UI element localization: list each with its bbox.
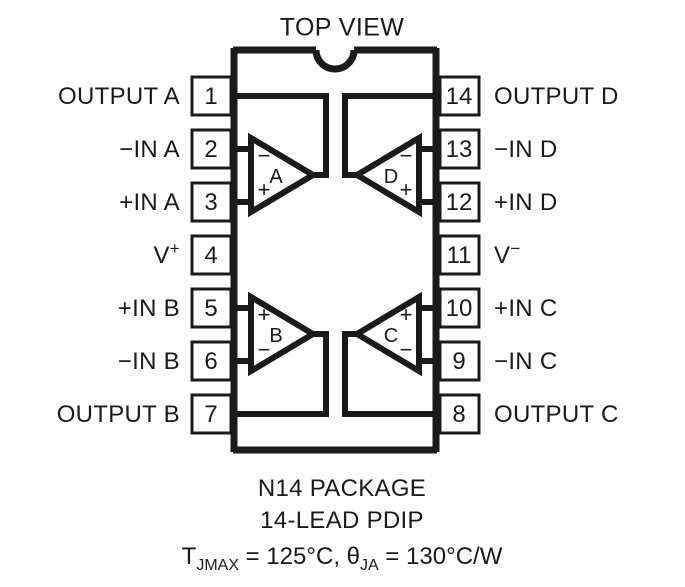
pin-number-6: 6	[204, 348, 217, 375]
pin-box-3[interactable]	[190, 181, 233, 223]
pin-number-2: 2	[204, 136, 217, 163]
pin-number-8: 8	[452, 401, 465, 428]
theta-value: = 130	[379, 543, 446, 570]
opamp-b-letter: B	[269, 325, 282, 347]
theta-subscript: JA	[360, 557, 379, 574]
pin-label-v-plus: V+	[153, 239, 180, 269]
pin-number-3: 3	[204, 189, 217, 216]
package-name-line1: N14 PACKAGE	[258, 475, 426, 502]
pin-label-output-b: OUTPUT B	[57, 401, 180, 428]
opamp-b-plus-sign: +	[258, 302, 271, 327]
right-pin-labels: OUTPUT D −IN D +IN D V− +IN C −IN C OUTP…	[494, 83, 619, 428]
pin-number-1: 1	[204, 83, 217, 110]
pin-box-5[interactable]	[190, 287, 233, 329]
left-pin-numbers: 1 2 3 4 5 6 7	[204, 83, 217, 428]
pin-number-9: 9	[452, 348, 465, 375]
opamp-c-letter: C	[384, 325, 398, 347]
thermal-spec-line: TJMAX = 125°C, θJA = 130°C/W	[182, 543, 503, 574]
pin-label-in-b-minus: −IN B	[118, 348, 180, 375]
opamp-d-letter: D	[384, 166, 398, 188]
opamp-d-plus-sign: +	[400, 177, 413, 202]
pin-number-12: 12	[446, 189, 473, 216]
pin-label-in-b-plus: +IN B	[118, 295, 180, 322]
page-title: TOP VIEW	[280, 14, 405, 42]
trace-out-c	[342, 331, 436, 417]
pin-label-in-d-minus: −IN D	[494, 136, 558, 163]
pin-number-10: 10	[446, 295, 473, 322]
opamp-c-plus-sign: +	[400, 302, 413, 327]
opamp-a-minus-sign: −	[258, 143, 271, 168]
pin-number-13: 13	[446, 136, 473, 163]
pin-box-12[interactable]	[438, 181, 481, 223]
trace-out-b	[234, 331, 329, 417]
opamp-triangle-c	[351, 291, 422, 377]
pin-label-in-a-minus: −IN A	[119, 136, 180, 163]
tjmax-value: = 125	[239, 543, 306, 570]
opamp-b-minus-sign: −	[258, 337, 271, 362]
left-pin-labels: OUTPUT A −IN A +IN A V+ +IN B −IN B OUTP…	[57, 83, 180, 428]
tjmax-symbol: T	[182, 543, 197, 570]
pin-number-4: 4	[204, 242, 217, 269]
pin-number-7: 7	[204, 401, 217, 428]
trace-out-d	[342, 93, 436, 178]
pin-box-1[interactable]	[190, 75, 233, 117]
right-pin-boxes	[438, 75, 481, 435]
pin-box-8[interactable]	[438, 393, 481, 435]
package-name-line2: 14-LEAD PDIP	[260, 507, 424, 534]
opamp-b-labels: + B −	[258, 302, 283, 362]
pin-box-13[interactable]	[438, 128, 481, 170]
opamp-d-labels: − D +	[384, 143, 413, 202]
pin-box-10[interactable]	[438, 287, 481, 329]
theta-units: °C/W	[446, 543, 503, 570]
opamp-triangle-d	[351, 132, 422, 218]
pin-label-in-c-plus: +IN C	[494, 295, 558, 322]
opamp-triangle-a	[248, 132, 319, 218]
pin-label-in-c-minus: −IN C	[494, 348, 558, 375]
opamp-a-labels: − A +	[258, 143, 284, 202]
trace-out-a	[234, 93, 329, 178]
right-pin-numbers: 14 13 12 11 10 9 8	[446, 83, 473, 428]
pin-number-11: 11	[447, 242, 472, 269]
pin-label-output-c: OUTPUT C	[494, 401, 619, 428]
left-pin-boxes	[190, 75, 233, 435]
opamp-c-labels: + C −	[384, 302, 413, 362]
pin-box-11[interactable]	[438, 234, 481, 276]
pin-number-14: 14	[446, 83, 473, 110]
tjmax-units: °C,	[306, 543, 346, 570]
pin-box-2[interactable]	[190, 128, 233, 170]
pin-number-5: 5	[204, 295, 217, 322]
pin-label-output-d: OUTPUT D	[494, 83, 619, 110]
package-notch-icon	[312, 49, 358, 73]
opamp-a-plus-sign: +	[258, 177, 271, 202]
pin-label-v-minus: V−	[494, 239, 521, 269]
pin-label-in-d-plus: +IN D	[494, 189, 558, 216]
pin-label-output-a: OUTPUT A	[58, 83, 180, 110]
theta-symbol: θ	[347, 543, 360, 570]
opamp-triangle-b	[248, 291, 319, 377]
pin-box-9[interactable]	[438, 340, 481, 382]
opamp-d-minus-sign: −	[400, 143, 413, 168]
pin-label-in-a-plus: +IN A	[119, 189, 180, 216]
package-body-outline	[230, 46, 440, 454]
opamp-symbols	[248, 132, 422, 377]
pin-box-14[interactable]	[438, 75, 481, 117]
opamp-c-minus-sign: −	[400, 337, 413, 362]
opamp-a-letter: A	[269, 166, 283, 188]
tjmax-subscript: JMAX	[196, 557, 239, 574]
